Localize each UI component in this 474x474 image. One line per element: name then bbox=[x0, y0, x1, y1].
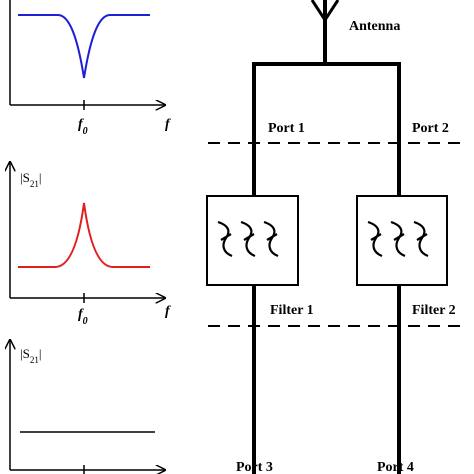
top-plot-f-label: f bbox=[165, 117, 171, 132]
middle-plot-f0-label: f0 bbox=[78, 307, 88, 327]
circuit: Antenna Port 1 Port 2 Port 3 Port 4 bbox=[206, 0, 464, 474]
filter2-block bbox=[356, 195, 448, 286]
middle-plot: |S21| f0 f bbox=[10, 162, 171, 327]
top-plot-f0-label: f0 bbox=[78, 117, 88, 137]
filter1-resonator-icon bbox=[217, 220, 279, 258]
filter1-label: Filter 1 bbox=[270, 303, 314, 318]
top-plot: f0 f bbox=[9, 0, 171, 137]
filter1-block bbox=[206, 195, 299, 286]
top-plot-notch-curve bbox=[18, 14, 150, 79]
bottom-plot: |S21| bbox=[10, 340, 165, 474]
middle-plot-peak-curve bbox=[18, 202, 150, 268]
port4-label: Port 4 bbox=[377, 460, 414, 474]
antenna-icon bbox=[310, 0, 340, 64]
port3-label: Port 3 bbox=[236, 460, 273, 474]
port1-label: Port 1 bbox=[268, 121, 305, 136]
filter2-resonator-icon bbox=[367, 220, 429, 258]
middle-plot-f-label: f bbox=[165, 304, 171, 319]
antenna-label: Antenna bbox=[349, 19, 400, 34]
port2-label: Port 2 bbox=[412, 121, 449, 136]
middle-plot-s21-label: |S21| bbox=[20, 170, 41, 189]
bottom-plot-s21-label: |S21| bbox=[20, 346, 41, 365]
filter2-label: Filter 2 bbox=[412, 303, 456, 318]
